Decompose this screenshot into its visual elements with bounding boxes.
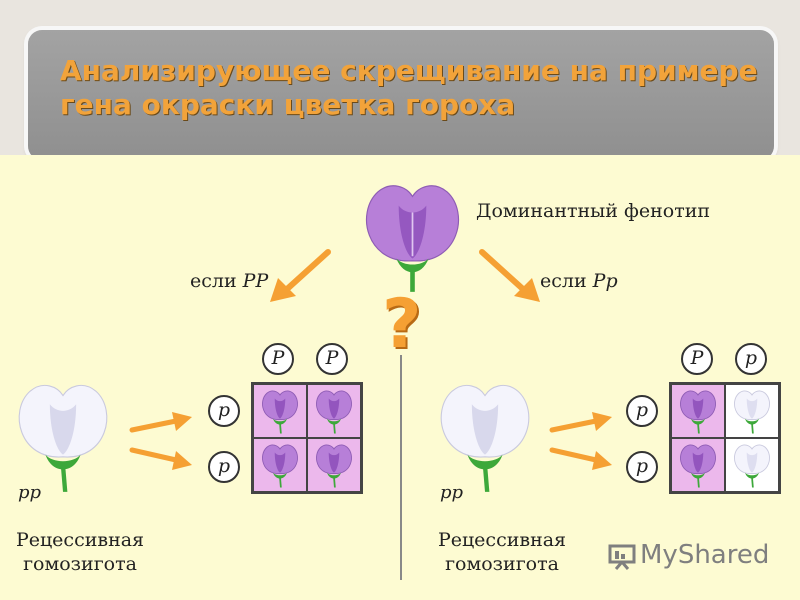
dominant-flower-icon — [365, 185, 460, 292]
left-parent-caption: Рецессивная гомозигота — [10, 528, 150, 576]
right-side-allele-1: p — [626, 395, 658, 427]
offspring-cell-purple — [307, 384, 361, 438]
offspring-cell-purple — [671, 438, 725, 492]
left-caption-line1: Рецессивная — [15, 529, 145, 551]
right-side-allele-2: p — [626, 451, 658, 483]
purple-flower-icon — [316, 444, 352, 488]
purple-flower-icon — [262, 444, 298, 488]
case-left-label: если PP — [190, 270, 268, 292]
purple-flower-icon — [316, 390, 352, 434]
right-caption-line2: гомозигота — [445, 553, 559, 575]
center-divider — [400, 355, 402, 580]
left-top-allele-2: P — [316, 343, 348, 375]
title-card — [28, 30, 774, 160]
right-arrow-bottom — [549, 447, 612, 470]
right-arrow-top — [549, 412, 612, 433]
offspring-cell-white — [725, 384, 779, 438]
case-right-label: если Pp — [540, 270, 618, 292]
slide-title: Анализирующее скрещивание на примере ген… — [60, 54, 758, 121]
arrow-left-diagonal — [270, 249, 331, 302]
left-side-allele-1: p — [208, 395, 240, 427]
dominant-phenotype-label: Доминантный фенотип — [476, 200, 711, 222]
right-caption-line1: Рецессивная — [437, 529, 567, 551]
case-left-prefix: если — [190, 270, 237, 292]
offspring-cell-purple — [253, 384, 307, 438]
right-parent-caption: Рецессивная гомозигота — [432, 528, 572, 576]
right-recessive-flower-icon — [440, 384, 530, 492]
offspring-cell-purple — [307, 438, 361, 492]
arrow-right-diagonal — [479, 249, 540, 302]
white-flower-icon — [734, 444, 770, 488]
right-top-allele-2: p — [735, 343, 767, 375]
case-right-prefix: если — [540, 270, 587, 292]
right-punnett-square — [669, 382, 781, 494]
left-top-allele-1: P — [262, 343, 294, 375]
left-arrow-bottom — [129, 447, 192, 470]
watermark: MyShared — [608, 540, 769, 570]
offspring-cell-purple — [253, 438, 307, 492]
purple-flower-icon — [680, 444, 716, 488]
left-parent-genotype: pp — [18, 482, 42, 503]
purple-flower-icon — [680, 390, 716, 434]
watermark-text: MyShared — [640, 540, 770, 570]
case-left-genotype: PP — [242, 270, 269, 292]
left-side-allele-2: p — [208, 451, 240, 483]
white-flower-icon — [734, 390, 770, 434]
offspring-cell-white — [725, 438, 779, 492]
left-punnett-square — [251, 382, 363, 494]
presentation-icon — [608, 542, 636, 570]
question-mark: ? — [382, 285, 422, 364]
left-caption-line2: гомозигота — [23, 553, 137, 575]
left-arrow-top — [129, 412, 192, 433]
right-parent-genotype: pp — [440, 482, 464, 503]
purple-flower-icon — [262, 390, 298, 434]
offspring-cell-purple — [671, 384, 725, 438]
left-recessive-flower-icon — [18, 384, 108, 492]
right-top-allele-1: P — [681, 343, 713, 375]
case-right-genotype: Pp — [592, 270, 618, 292]
